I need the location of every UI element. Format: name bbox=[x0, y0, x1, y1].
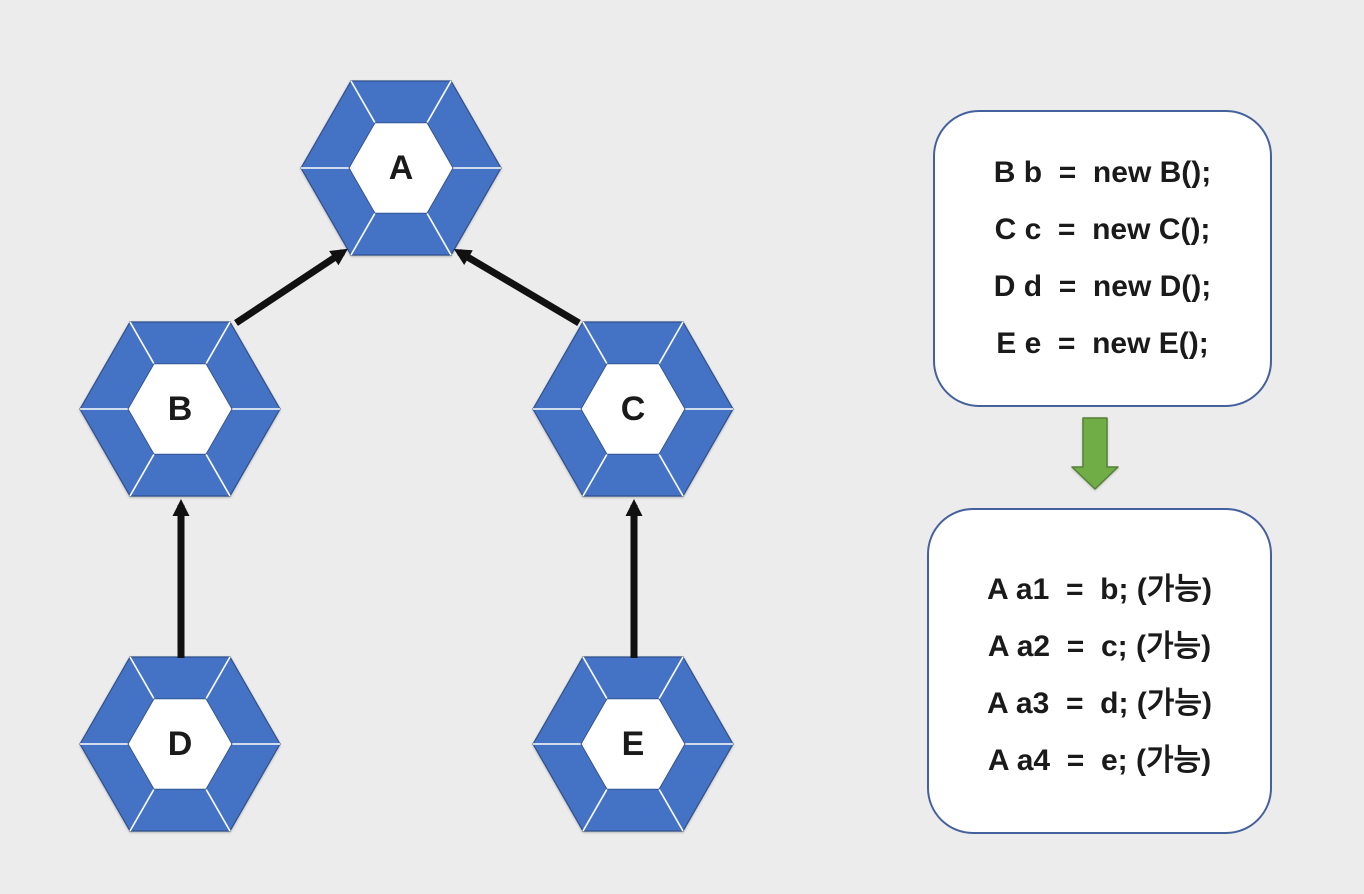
flow-down-arrow-icon bbox=[1071, 417, 1119, 490]
edge-C-to-A bbox=[453, 248, 581, 327]
node-E-label: E bbox=[621, 724, 645, 763]
assignment-line: A a4 = e; (가능) bbox=[987, 743, 1212, 777]
node-B-label: B bbox=[167, 389, 193, 428]
declaration-line: E e = new E(); bbox=[996, 327, 1209, 360]
node-C-label: C bbox=[620, 389, 646, 428]
node-D: D bbox=[79, 656, 281, 832]
node-E: E bbox=[532, 656, 734, 832]
node-A: A bbox=[300, 80, 502, 256]
node-C: C bbox=[532, 321, 734, 497]
node-A-label: A bbox=[388, 148, 414, 187]
declarations-box: B b = new B(); C c = new C(); D d = new … bbox=[933, 110, 1272, 407]
assignment-line: A a3 = d; (가능) bbox=[987, 686, 1212, 720]
edge-B-to-A bbox=[234, 248, 348, 326]
node-D-label: D bbox=[167, 724, 193, 763]
declaration-line: B b = new B(); bbox=[993, 156, 1212, 189]
assignment-line: A a2 = c; (가능) bbox=[987, 629, 1212, 663]
node-B: B bbox=[79, 321, 281, 497]
assignment-line: A a1 = b; (가능) bbox=[987, 572, 1212, 606]
declaration-line: D d = new D(); bbox=[993, 270, 1212, 303]
declaration-line: C c = new C(); bbox=[994, 213, 1211, 246]
assignments-box: A a1 = b; (가능) A a2 = c; (가능) A a3 = d; … bbox=[927, 508, 1272, 834]
